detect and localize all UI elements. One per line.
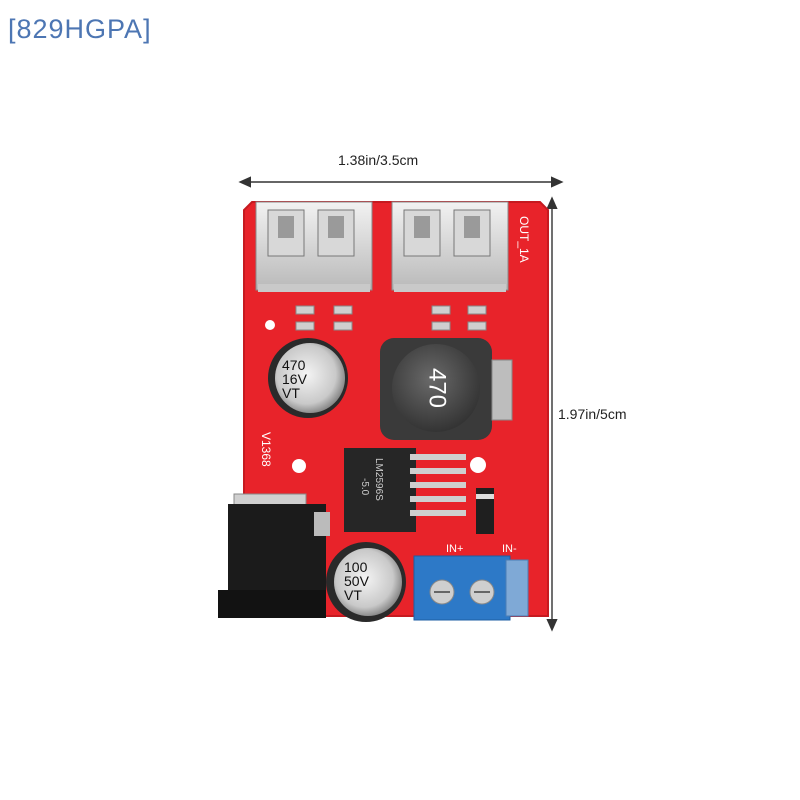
- cap1-line: 16V: [282, 371, 308, 387]
- capacitor-470uf: 470 16V VT: [268, 338, 348, 418]
- chip-line: LM2596S: [373, 458, 384, 501]
- capacitor-100uf: 100 50V VT: [326, 542, 406, 622]
- mounting-hole: [292, 459, 306, 473]
- inductor-label: 470: [424, 368, 451, 408]
- out-label: OUT_1A: [517, 216, 531, 263]
- regulator-chip: LM2596S -5.0: [344, 448, 466, 532]
- chip-line: -5.0: [359, 478, 370, 496]
- smd-resistors: [295, 305, 487, 331]
- in-plus-label: IN+: [446, 543, 463, 555]
- diode: [476, 488, 494, 534]
- width-dimension-label: 1.38in/3.5cm: [338, 152, 419, 168]
- mounting-hole: [470, 457, 486, 473]
- in-minus-label: IN-: [502, 543, 517, 555]
- cap1-line: 470: [282, 357, 306, 373]
- dc-barrel-jack: [218, 493, 330, 618]
- height-dimension-label: 1.97in/5cm: [558, 406, 627, 422]
- brand-watermark: [829HGPA]: [8, 14, 152, 44]
- usb-port-left: [255, 201, 373, 292]
- cap2-line: 50V: [344, 573, 370, 589]
- mounting-hole: [265, 320, 275, 330]
- usb-port-right: [391, 201, 509, 292]
- version-label: V1368: [259, 432, 273, 467]
- inductor: 470: [380, 338, 513, 440]
- screw-terminal: [413, 555, 529, 621]
- cap2-line: 100: [344, 559, 368, 575]
- cap2-line: VT: [344, 587, 362, 603]
- cap1-line: VT: [282, 385, 300, 401]
